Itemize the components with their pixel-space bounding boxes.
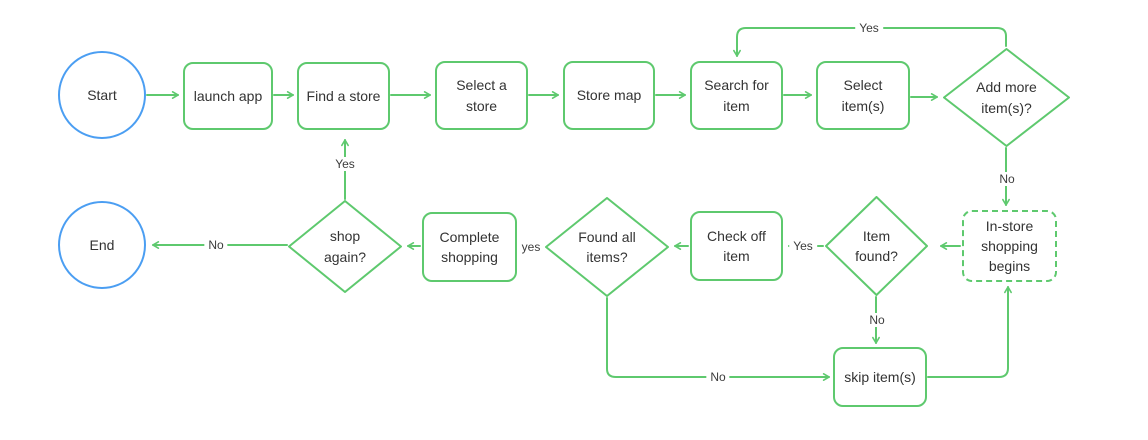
node-shop-again[interactable]: shop again?	[288, 200, 402, 293]
node-end[interactable]: End	[58, 201, 146, 289]
node-start-label: Start	[87, 86, 117, 103]
edge-label-add-more-no: No	[995, 172, 1019, 186]
node-select-a-store-label: Select a store	[456, 77, 507, 114]
node-select-items[interactable]: Select item(s)	[816, 61, 910, 130]
edge-label-add-more-yes: Yes	[855, 21, 883, 35]
node-found-all-items-label: Found all items?	[578, 228, 636, 265]
node-launch-app-label: launch app	[193, 87, 263, 104]
node-store-map[interactable]: Store map	[563, 61, 655, 130]
node-skip-items[interactable]: skip item(s)	[833, 347, 927, 407]
node-in-store-shopping-begins-label: In-store shopping begins	[981, 217, 1038, 275]
node-find-a-store[interactable]: Find a store	[297, 62, 390, 130]
node-check-off-item[interactable]: Check off item	[690, 211, 783, 281]
diamond-shape	[545, 197, 669, 297]
diamond-shape	[943, 48, 1070, 147]
node-select-items-label: Select item(s)	[841, 77, 885, 114]
diamond-shape	[825, 196, 928, 296]
node-found-all-items[interactable]: Found all items?	[545, 197, 669, 297]
node-store-map-label: Store map	[576, 87, 642, 104]
node-add-more-items-label: Add more item(s)?	[976, 79, 1037, 116]
node-complete-shopping-label: Complete shopping	[439, 228, 500, 265]
edge-label-found-all-yes: yes	[517, 240, 545, 254]
edge-found-all-no	[606, 297, 830, 381]
edge-label-item-found-no: No	[865, 313, 889, 327]
node-search-for-item[interactable]: Search for item	[690, 61, 783, 130]
node-start[interactable]: Start	[58, 51, 146, 139]
edge-skip-in-store	[927, 286, 1012, 378]
node-skip-items-label: skip item(s)	[844, 368, 916, 385]
edge-label-shop-again-yes: Yes	[331, 157, 359, 171]
diamond-shape	[288, 200, 402, 293]
edge-label-item-found-yes: Yes	[789, 239, 817, 253]
node-shop-again-label: shop again?	[323, 228, 367, 265]
edge-label-shop-again-no: No	[204, 238, 228, 252]
node-check-off-item-label: Check off item	[707, 227, 766, 264]
node-add-more-items[interactable]: Add more item(s)?	[943, 48, 1070, 147]
edge-label-found-all-no: No	[706, 370, 730, 384]
node-find-a-store-label: Find a store	[306, 87, 381, 104]
node-item-found-label: Item found?	[855, 227, 898, 264]
node-select-a-store[interactable]: Select a store	[435, 61, 528, 130]
node-search-for-item-label: Search for item	[704, 77, 769, 114]
node-complete-shopping[interactable]: Complete shopping	[422, 212, 517, 282]
node-launch-app[interactable]: launch app	[183, 62, 273, 130]
node-in-store-shopping-begins[interactable]: In-store shopping begins	[962, 210, 1057, 282]
node-item-found[interactable]: Item found?	[825, 196, 928, 296]
node-end-label: End	[89, 236, 115, 253]
